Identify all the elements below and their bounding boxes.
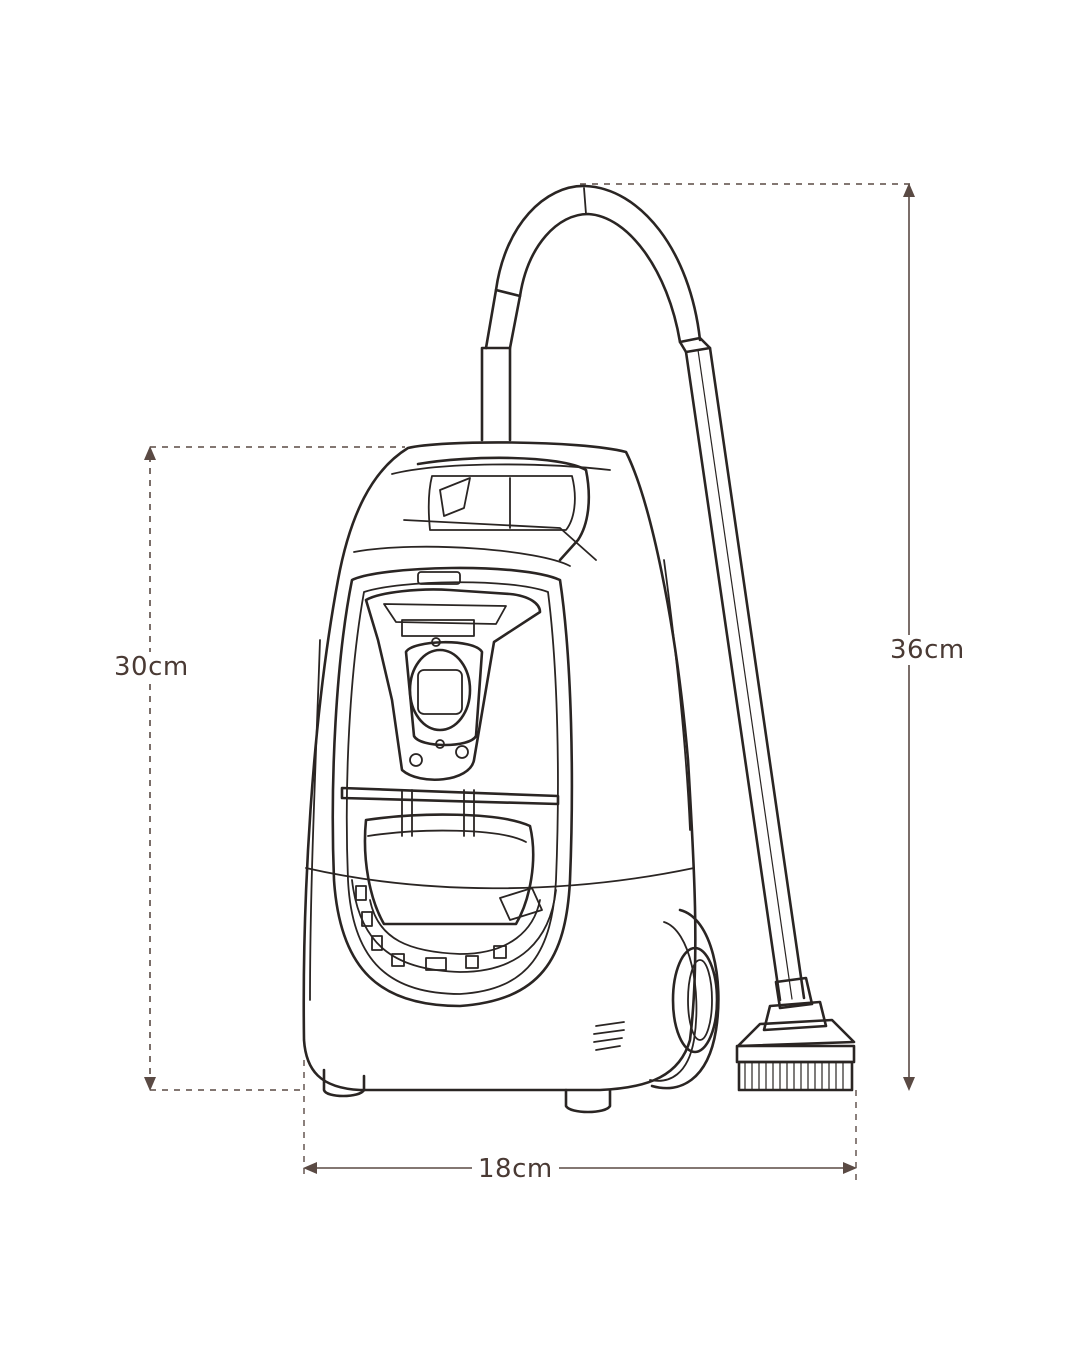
body-height-arrow-top xyxy=(144,446,156,460)
brush-head xyxy=(735,1000,856,1092)
vent-4 xyxy=(391,953,405,967)
hose-arc-outer xyxy=(494,184,702,342)
indicator-right xyxy=(455,745,469,759)
hose-tube-lower xyxy=(480,346,512,442)
vacuum-body xyxy=(302,441,697,1092)
cyclone-ring-inner xyxy=(369,899,541,955)
dust-window-inner xyxy=(345,581,559,995)
power-dial xyxy=(408,648,472,732)
wheel-hub-cap xyxy=(687,959,713,1041)
wand-right-edge xyxy=(708,346,806,1000)
grille-line-2 xyxy=(593,1029,625,1035)
width-label: 18cm xyxy=(472,1154,559,1184)
width-arrow-left xyxy=(303,1162,317,1174)
upper-seam xyxy=(353,545,571,567)
indicator-left xyxy=(409,753,423,767)
side-panel-line xyxy=(309,639,321,1001)
wheel-inner xyxy=(649,921,698,1082)
vent-7 xyxy=(493,945,507,959)
display-strip xyxy=(401,619,475,637)
rear-caster xyxy=(564,1088,612,1114)
front-caster xyxy=(322,1068,366,1098)
vent-6 xyxy=(465,955,479,969)
control-head xyxy=(364,588,542,782)
handle-grip xyxy=(427,475,576,531)
cyclone-clip xyxy=(499,887,543,921)
wheel-outer xyxy=(650,908,720,1090)
width-arrow-right xyxy=(843,1162,857,1174)
body-height-arrow-bottom xyxy=(144,1077,156,1091)
dust-window-frame xyxy=(331,566,574,1008)
vent-1 xyxy=(355,885,367,901)
hose-arc-inner xyxy=(518,212,682,344)
cyclone-ring-outer xyxy=(351,879,557,973)
wand-joint xyxy=(774,976,814,1010)
hose-cuff xyxy=(678,336,712,354)
top-button xyxy=(417,571,461,585)
vent-2 xyxy=(361,911,373,927)
control-bar xyxy=(383,603,507,625)
body-shell xyxy=(302,441,697,1092)
body-height-label: 30cm xyxy=(108,652,195,682)
vent-3 xyxy=(371,935,383,951)
rear-wheel xyxy=(649,908,720,1090)
brush-top xyxy=(736,1018,856,1048)
top-dot xyxy=(431,637,441,647)
vent-5 xyxy=(425,957,447,971)
dimension-guides xyxy=(144,183,915,1180)
right-panel-line xyxy=(663,559,691,831)
brush-bristles xyxy=(744,1062,844,1090)
grille-line-3 xyxy=(593,1037,623,1043)
window-divider xyxy=(340,786,560,806)
hose-arc-joint xyxy=(583,187,587,215)
dial-face xyxy=(417,669,463,715)
top-rim xyxy=(391,463,611,475)
grille-line-4 xyxy=(595,1045,621,1051)
brush-base xyxy=(735,1044,856,1064)
vacuum-hose xyxy=(480,184,814,1010)
grille-line-1 xyxy=(595,1021,625,1027)
handle-latch xyxy=(439,477,471,517)
casters xyxy=(322,1068,612,1114)
base-seam xyxy=(305,867,695,890)
hose-tube-upper xyxy=(484,288,522,350)
center-module xyxy=(404,640,484,747)
dust-cup-rim xyxy=(367,829,527,843)
brush-bristles-box xyxy=(737,1060,854,1092)
handle-ledge xyxy=(403,519,597,561)
total-height-label: 36cm xyxy=(884,635,971,665)
wand-highlight xyxy=(697,349,793,1000)
wand-left-edge xyxy=(684,350,782,1002)
dust-cup xyxy=(363,813,535,926)
brush-neck xyxy=(762,1000,828,1032)
total-height-arrow-bottom xyxy=(903,1077,915,1091)
indicator-center xyxy=(435,739,445,749)
total-height-arrow-top xyxy=(903,183,915,197)
